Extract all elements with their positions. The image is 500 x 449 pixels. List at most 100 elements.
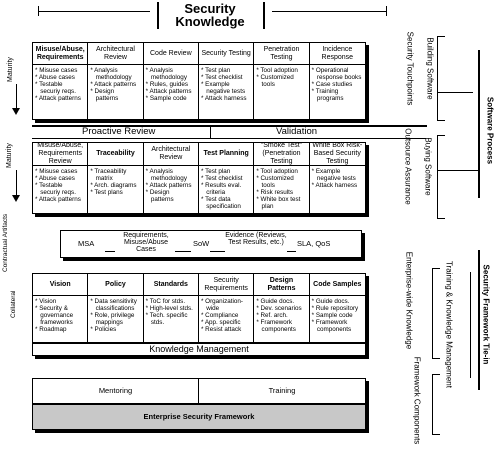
artifact-msa: MSA (78, 239, 95, 248)
knowledge-management-label: Knowledge Management (149, 344, 249, 354)
list-item: * Traceability (90, 168, 127, 175)
list-item: * Attack patterns (35, 95, 81, 103)
artifact-evidence: Evidence (Reviews, Test Results, etc.) (225, 232, 287, 246)
touchpoints-column: Incidence Response* Operational response… (309, 43, 365, 119)
list-item: * White box test (256, 196, 301, 204)
touchpoints-table: Misuse/Abuse, Requirements* Misuse cases… (32, 42, 366, 120)
outsource-column-header: "Smoke Test" (Penetration Testing (254, 143, 309, 166)
bracket-top (437, 36, 445, 37)
list-item: wide (200, 305, 220, 313)
collateral-column-header: Code Samples (309, 274, 365, 296)
list-item: * Organization- (200, 298, 243, 305)
arrow-line (287, 251, 296, 252)
maturity-arrow-2 (16, 170, 17, 196)
list-item: * Test plan (200, 67, 231, 74)
list-item: criteria (200, 189, 226, 197)
list-item: * Guide docs. (256, 298, 295, 305)
bracket-top (432, 268, 440, 269)
outsource-column: Traceability* Traceability matrix* Arch.… (88, 143, 144, 213)
list-item: * Framework (256, 319, 292, 327)
title-right-bar (272, 11, 386, 12)
knowledge-management-bar: Knowledge Management (32, 343, 366, 356)
touchpoints-column-header: Incidence Response (309, 43, 365, 65)
list-item: plan (256, 203, 274, 211)
touchpoints-column-items: * Analysis methodology* Attack patterns*… (88, 65, 142, 104)
list-item: * Testable (35, 81, 63, 89)
section-line (32, 138, 426, 139)
bracket-top (432, 374, 440, 375)
collateral-column-items: * Data sensitivity classifications* Role… (88, 296, 142, 335)
collateral-bracket (432, 268, 433, 358)
list-item: * App. specific (200, 319, 241, 327)
title-left-tick (38, 6, 39, 16)
list-item: * Test data (200, 196, 231, 204)
touchpoints-column: Penetration Testing* Tool adoption* Cust… (254, 43, 310, 119)
list-item: governance (35, 312, 74, 320)
list-item: * Arch. diagrams (90, 182, 137, 190)
collateral-column-header: Design Patterns (254, 274, 309, 296)
list-item: * Training (311, 88, 339, 96)
tiein-bracket (470, 272, 471, 378)
title-line-1: Security (184, 1, 236, 16)
touchpoints-column: Code Review* Analysis methodology* Rules… (143, 43, 199, 119)
outsource-column: Misuse/Abuse, Requirements Review* Misus… (33, 143, 89, 213)
title-line-2: Knowledge (175, 14, 245, 29)
collateral-column: Security Requirements* Organization- wid… (198, 274, 255, 342)
collateral-label: Collateral (10, 290, 17, 318)
touchpoints-column-header: Code Review (143, 43, 198, 65)
maturity-label-2: Maturity (6, 143, 13, 168)
outsource-column-items: * Analysis methodology* Attack patterns*… (144, 166, 198, 205)
list-item: * Rules, guides (145, 81, 189, 89)
title-right-tick (386, 6, 387, 16)
list-item: frameworks (35, 319, 73, 327)
outsource-column-items: * Example negative tests* Attack harness (310, 166, 365, 191)
list-item: * Security & (35, 305, 68, 313)
touchpoints-column-items: * Misuse cases* Abuse cases* Testable se… (33, 65, 87, 104)
list-item: * Policies (90, 326, 117, 334)
outsource-assurance-label: Outsource Assurance (403, 128, 413, 205)
arrow-line (210, 251, 225, 252)
buying-software-label: Buying Software (423, 137, 433, 196)
touchpoints-column-items: * Analysis methodology* Rules, guides* A… (144, 65, 198, 104)
mentoring-training-row: Mentoring Training (32, 378, 366, 404)
list-item: * Testable (35, 182, 63, 190)
artifact-requirements: Requirements, Misuse/Abuse Cases (123, 232, 169, 253)
touchpoints-column-items: * Operational response books* Case studi… (310, 65, 365, 104)
list-item: patterns (90, 95, 119, 103)
touchpoints-column: Security Testing* Test plan* Test checkl… (198, 43, 255, 119)
outsource-column-items: * Test plan* Test checklist* Results eva… (199, 166, 253, 213)
collateral-column-items: * Organization- wide* Compliance* App. s… (199, 296, 253, 335)
collateral-column-header: Policy (88, 274, 143, 296)
collateral-column-items: * Vision* Security & governance framewor… (33, 296, 87, 335)
outsource-column-header: Misuse/Abuse, Requirements Review (33, 143, 88, 166)
list-item: * Dev. scenarios (256, 305, 302, 313)
list-item: * Analysis (145, 168, 173, 175)
list-item: * Ref. arch. (256, 312, 288, 320)
list-item: * High-level stds. (145, 305, 193, 313)
collateral-column: Policy* Data sensitivity classifications… (88, 274, 144, 342)
list-item: * Abuse cases (35, 74, 75, 82)
collateral-column-header: Standards (143, 274, 198, 296)
bracket-bottom (432, 434, 440, 435)
list-item: * Customized (256, 175, 294, 183)
contractual-label: Contractual Artifacts (2, 213, 9, 272)
list-item: response books (311, 74, 362, 82)
outsource-column-items: * Misuse cases* Abuse cases* Testable se… (33, 166, 87, 205)
bracket-bottom (437, 120, 445, 121)
list-item: programs (311, 95, 344, 103)
list-item: * Data sensitivity (90, 298, 137, 305)
collateral-column: Standards* ToC for stds.* High-level std… (143, 274, 199, 342)
title-left-bar (38, 11, 150, 12)
list-item: * Example (200, 81, 230, 89)
touchpoints-column: Architectural Review* Analysis methodolo… (88, 43, 144, 119)
list-item: * Test checklist (200, 175, 243, 183)
collateral-column: Design Patterns * Guide docs.* Dev. scena… (254, 274, 310, 342)
list-item: tools (256, 182, 275, 190)
framework-components-label: Framework Components (412, 356, 422, 445)
touchpoints-column-items: * Test plan* Test checklist* Example neg… (199, 65, 253, 104)
diagram-title: Security Knowledge (150, 2, 270, 28)
list-item: * Example (311, 168, 341, 175)
list-item: * Misuse cases (35, 67, 78, 74)
list-item: negative tests (311, 175, 356, 183)
connector-1 (437, 92, 473, 93)
